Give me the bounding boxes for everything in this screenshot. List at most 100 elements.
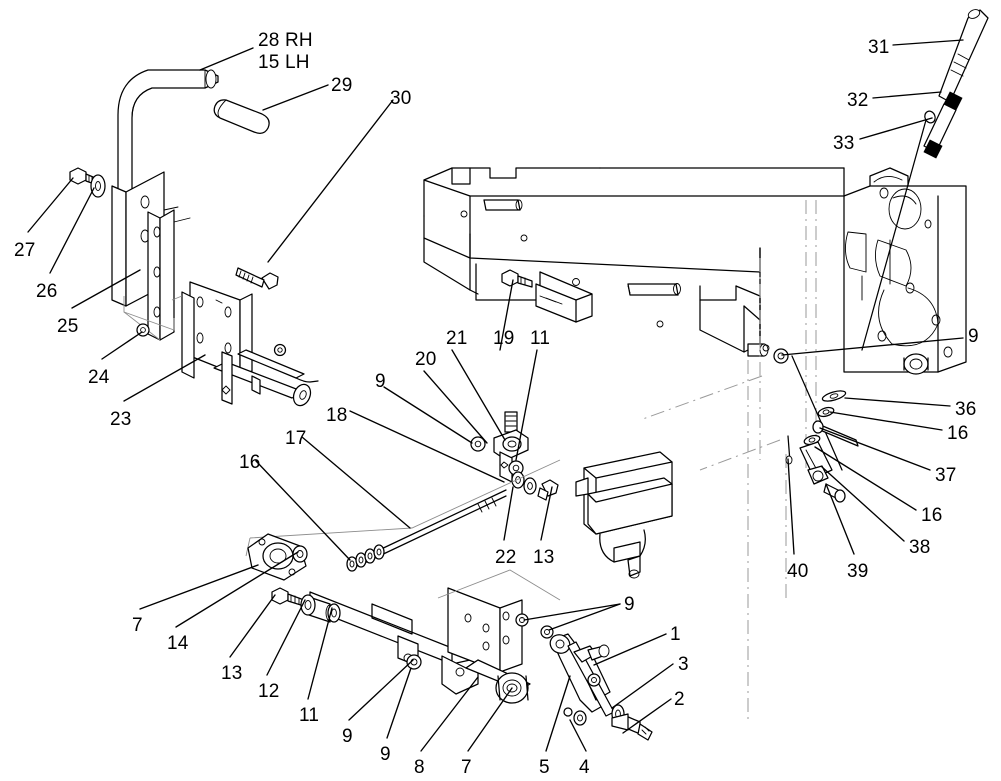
lower-link-tube (309, 591, 471, 667)
callout-14: 14 (167, 633, 189, 654)
cotter-40 (785, 435, 793, 465)
callout-16: 16 (921, 505, 943, 526)
washer-stack-22 (511, 471, 537, 495)
leader-38 (821, 466, 905, 542)
leader-27 (27, 177, 74, 233)
washer-36 (821, 390, 847, 402)
leader-2 (622, 698, 672, 734)
leader-16a (829, 411, 943, 431)
leader-30 (267, 99, 394, 263)
bolt-13-lever (537, 479, 559, 501)
gas-spring-damper (549, 633, 615, 717)
control-lever-block (470, 411, 529, 483)
callout-15-lh: 15 LH (258, 52, 310, 73)
washer-26 (90, 174, 106, 198)
leader-16c (814, 446, 917, 511)
callout-17: 17 (285, 428, 307, 449)
leader-9c2 (548, 603, 621, 631)
leader-3 (611, 663, 674, 709)
leader-19 (499, 279, 514, 351)
bushing-12 (300, 594, 335, 623)
leader-31 (892, 39, 964, 46)
leader-28rh-15lh (199, 47, 254, 71)
leader-29 (262, 84, 329, 111)
callout-25: 25 (57, 316, 79, 337)
callout-13: 13 (533, 547, 555, 568)
pivot-arm-shaft (213, 349, 319, 407)
leader-25 (71, 269, 141, 309)
callout-30: 30 (390, 88, 412, 109)
leader-9b (383, 386, 473, 444)
callout-8: 8 (414, 757, 425, 778)
leader-17 (301, 436, 411, 529)
leader-23 (123, 354, 206, 402)
leader-32 (872, 91, 942, 99)
callout-7: 7 (461, 757, 472, 778)
callout-37: 37 (935, 465, 957, 486)
leader-12 (266, 599, 306, 676)
callout-40: 40 (787, 561, 809, 582)
callout-7: 7 (132, 615, 143, 636)
leader-5 (545, 675, 571, 752)
leader-13a (540, 486, 553, 541)
bolt-4 (563, 707, 587, 726)
washer-16a (817, 406, 835, 418)
left-post (123, 209, 191, 341)
callout-2: 2 (674, 689, 685, 710)
leader-20 (423, 370, 488, 444)
leader-16b (255, 460, 351, 561)
callout-33: 33 (833, 133, 855, 154)
rod-end-1 (573, 644, 610, 663)
leader-33 (859, 117, 933, 140)
leader-21 (451, 349, 506, 441)
leader-22 (503, 486, 514, 541)
leader-18 (349, 410, 505, 483)
hydraulic-tank-block (575, 451, 673, 579)
leader-9c1 (523, 603, 621, 621)
callout-9: 9 (342, 726, 353, 747)
leader-40 (787, 458, 795, 555)
pivot-plate-assembly (171, 281, 253, 379)
callout-9: 9 (380, 744, 391, 765)
callout-27: 27 (14, 240, 36, 261)
leader-4 (569, 719, 587, 752)
fitting-2 (611, 713, 653, 741)
bolt-13-link (271, 587, 305, 607)
leader-11b (307, 607, 333, 700)
callout-24: 24 (88, 367, 110, 388)
leader-9d (348, 659, 414, 721)
frame-boss (903, 353, 929, 375)
handle-grip (213, 99, 270, 134)
actuator-rod-31 (938, 9, 989, 103)
leader-9a (781, 337, 964, 356)
callout-11: 11 (299, 705, 320, 726)
callout-11: 11 (530, 328, 551, 349)
callout-29: 29 (331, 75, 353, 96)
leader-13b (229, 594, 276, 658)
callout-38: 38 (909, 537, 931, 558)
leader-7a (139, 564, 259, 610)
bolt-19 (501, 269, 533, 288)
rops-handle-bar (117, 69, 219, 201)
callout-16: 16 (239, 452, 261, 473)
leader-line-group (27, 39, 964, 752)
callout-12: 12 (258, 681, 280, 702)
nut-9-damper (521, 617, 601, 687)
frame-pin-left (747, 343, 769, 357)
bearing-flange-left (247, 533, 308, 581)
callout-28-rh: 28 RH (258, 30, 313, 51)
callout-18: 18 (326, 405, 348, 426)
callout-26: 26 (36, 281, 58, 302)
pin-39 (823, 483, 846, 503)
tie-rod-17 (346, 489, 507, 572)
callout-9: 9 (375, 371, 386, 392)
callout-32: 32 (847, 90, 869, 111)
callout-23: 23 (110, 409, 132, 430)
callout-3: 3 (678, 654, 689, 675)
callout-39: 39 (847, 561, 869, 582)
leader-36 (844, 397, 951, 407)
callout-21: 21 (446, 328, 468, 349)
leader-14 (175, 551, 299, 628)
